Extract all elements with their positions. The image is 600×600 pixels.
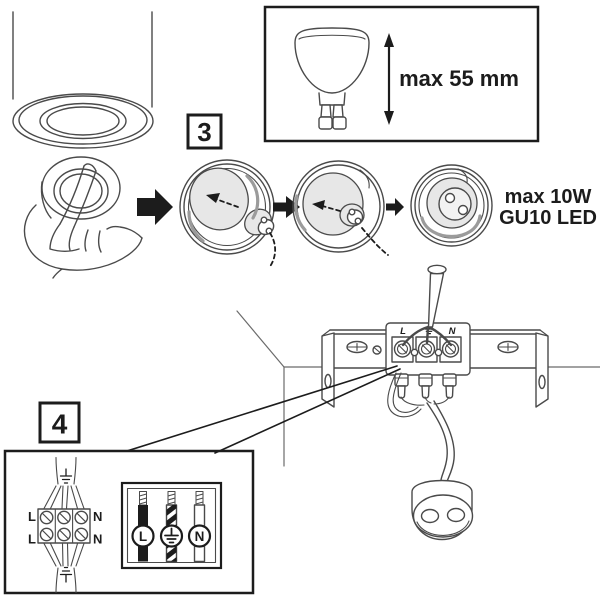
arrow-right-small-icon xyxy=(273,196,300,218)
neutral-marker-circle xyxy=(187,524,212,548)
terminal-neutral-label: N xyxy=(449,326,457,337)
wire-sleeves xyxy=(394,373,457,399)
bracket-slot-left-icon xyxy=(346,340,368,354)
earth-icon xyxy=(59,566,73,583)
height-measure-arrow-icon xyxy=(384,33,394,125)
panel-neutral-out-label: N xyxy=(93,532,102,547)
bulb-size-panel: max 55 mm xyxy=(263,5,540,143)
bulb-insert-step1-drawing xyxy=(179,159,277,269)
panel-terminal-block xyxy=(37,508,91,544)
legend-neutral-label: N xyxy=(195,529,205,544)
panel-live-out-label: L xyxy=(28,532,36,547)
bulb-insert-step2-drawing xyxy=(292,160,389,256)
lamp-holder-drawing xyxy=(411,400,474,541)
bulb-seated-drawing xyxy=(410,164,493,247)
legend-live-label: L xyxy=(139,529,147,544)
socket-type-label: GU10 LED xyxy=(499,207,597,229)
earth-icon xyxy=(59,468,73,484)
cylinder-fixture-drawing xyxy=(12,11,154,149)
callout-leader-lines xyxy=(126,365,401,454)
lamp-spec-text: max 10W GU10 LED xyxy=(499,186,597,229)
bracket-slot-right-icon xyxy=(497,340,519,354)
live-marker-circle xyxy=(131,524,155,548)
step-4-marker: 4 xyxy=(38,401,81,444)
screwdriver-icon xyxy=(427,264,447,328)
step-3-marker: 3 xyxy=(186,113,223,150)
ceiling-corner-lines xyxy=(236,310,600,467)
earth-icon xyxy=(164,527,179,544)
panel-neutral-in-label: N xyxy=(93,509,102,524)
wiring-detail-panel: L N L N xyxy=(3,449,255,595)
gu10-bulb-icon xyxy=(294,27,370,130)
panel-live-in-label: L xyxy=(28,509,36,524)
max-height-label: max 55 mm xyxy=(399,66,519,91)
wire-color-legend: L N xyxy=(120,481,223,570)
terminal-live-label: L xyxy=(400,326,406,337)
step-3-number: 3 xyxy=(197,117,211,147)
bracket-screw-icon xyxy=(372,345,382,355)
step-4-number: 4 xyxy=(52,409,68,440)
arrow-right-icon xyxy=(137,189,173,225)
hand-holding-ring-drawing xyxy=(23,156,143,279)
max-wattage-label: max 10W xyxy=(505,186,592,208)
arrow-right-small-icon xyxy=(386,198,404,216)
mounting-bracket-drawing xyxy=(321,329,549,408)
wire-tips xyxy=(138,491,204,506)
